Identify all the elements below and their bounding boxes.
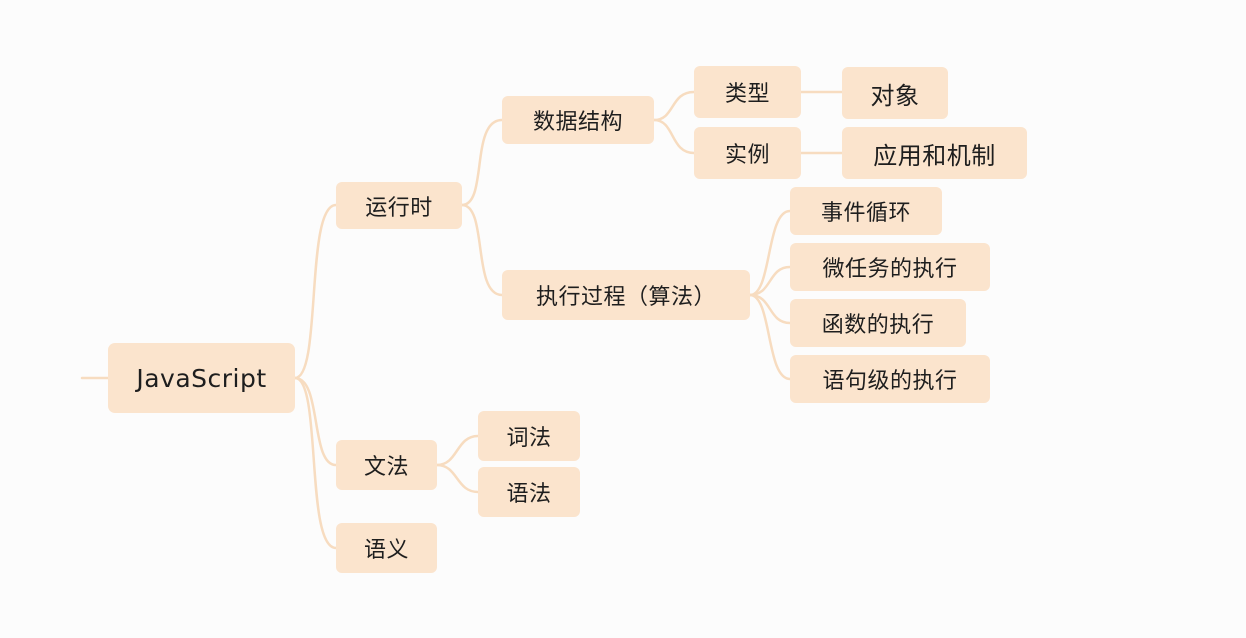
node-data-structure: 数据结构 bbox=[502, 96, 654, 144]
connector-grammar-lexical bbox=[435, 434, 480, 467]
connector-exec-eventloop bbox=[748, 209, 792, 297]
node-event-loop: 事件循环 bbox=[790, 187, 942, 235]
node-instance: 实例 bbox=[694, 127, 801, 179]
connector-ds-instance bbox=[652, 118, 696, 155]
node-root: JavaScript bbox=[108, 343, 295, 413]
node-application-mechanism: 应用和机制 bbox=[842, 127, 1027, 179]
node-statement-execution: 语句级的执行 bbox=[790, 355, 990, 403]
node-function-execution: 函数的执行 bbox=[790, 299, 966, 347]
node-execution-process: 执行过程（算法） bbox=[502, 270, 750, 320]
node-type: 类型 bbox=[694, 66, 801, 118]
connector-root-grammar bbox=[293, 376, 338, 467]
connector-ds-type bbox=[652, 90, 696, 122]
node-runtime: 运行时 bbox=[336, 182, 462, 229]
connector-root-semantics bbox=[293, 376, 338, 550]
connector-grammar-syntax bbox=[435, 463, 480, 494]
node-object: 对象 bbox=[842, 67, 948, 119]
connector-runtime-execution bbox=[460, 203, 504, 297]
connector-root-runtime bbox=[293, 203, 338, 380]
node-semantics: 语义 bbox=[336, 523, 437, 573]
node-microtask-execution: 微任务的执行 bbox=[790, 243, 990, 291]
node-syntax: 语法 bbox=[478, 467, 580, 517]
connector-runtime-datastructure bbox=[460, 118, 504, 207]
connector-exec-statement bbox=[748, 293, 792, 381]
node-lexical: 词法 bbox=[478, 411, 580, 461]
node-grammar: 文法 bbox=[336, 440, 437, 490]
connector-exec-microtask bbox=[748, 265, 792, 297]
